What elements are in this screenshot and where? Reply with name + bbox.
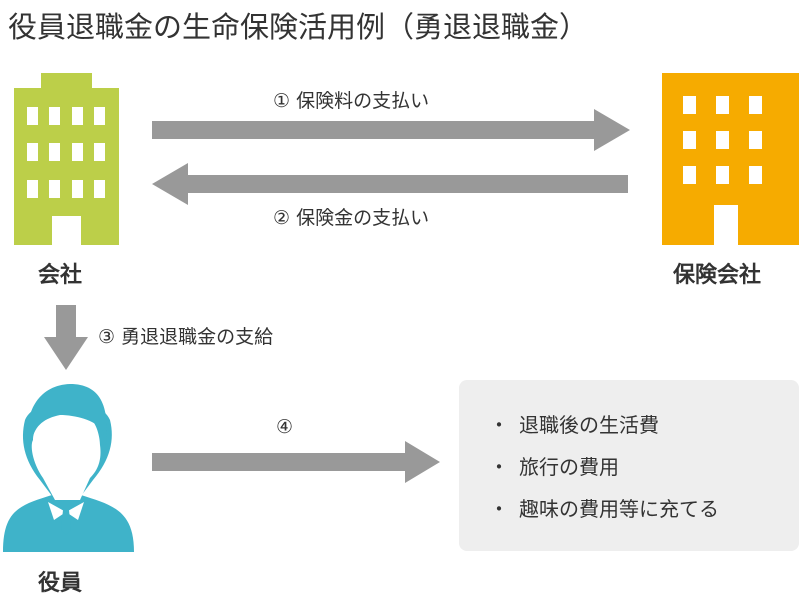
arrow-right-premium <box>152 109 630 151</box>
insurer-building-icon <box>662 73 799 245</box>
arrow-down-payout <box>44 305 88 370</box>
step-4-label: ④ <box>276 416 294 438</box>
uses-box: ・退職後の生活費 ・旅行の費用 ・趣味の費用等に充てる <box>459 380 799 551</box>
officer-label: 役員 <box>38 571 83 596</box>
arrow-left-claim <box>152 163 628 205</box>
arrow-right-use <box>152 441 440 483</box>
use-item: ・趣味の費用等に充てる <box>489 497 719 521</box>
company-building-icon <box>14 73 119 245</box>
company-label: 会社 <box>38 263 83 288</box>
step-3-label: ③ 勇退退職金の支給 <box>98 326 274 348</box>
officer-person-icon <box>3 384 134 552</box>
step-1-label: ① 保険料の支払い <box>273 90 430 112</box>
use-item: ・退職後の生活費 <box>489 413 659 437</box>
use-item: ・旅行の費用 <box>489 455 619 479</box>
insurer-label: 保険会社 <box>673 263 762 288</box>
page-title: 役員退職金の生命保険活用例（勇退退職金） <box>8 10 589 44</box>
step-2-label: ② 保険金の支払い <box>273 207 430 229</box>
